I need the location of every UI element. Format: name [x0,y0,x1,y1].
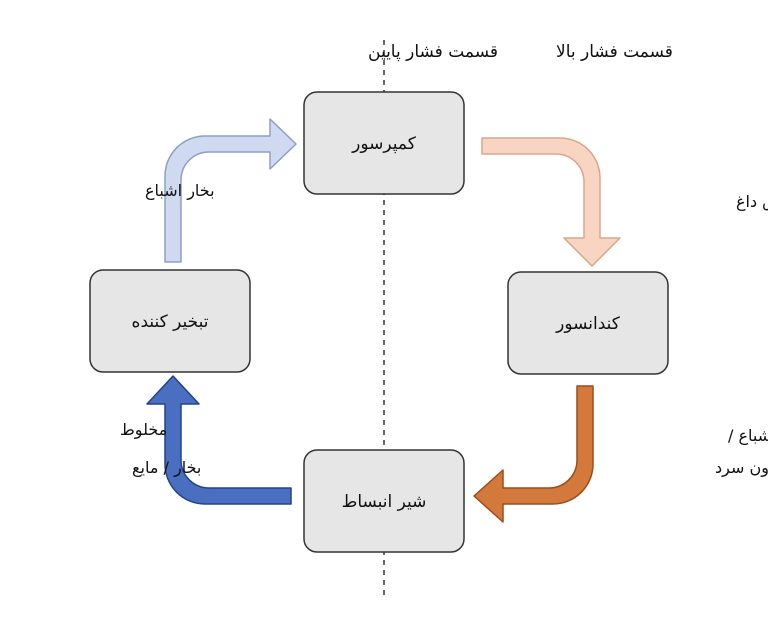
evaporator-label: تبخیر کننده [132,312,209,332]
condenser-label: کندانسور [555,314,621,334]
mixture-label-line1: مخلوط [120,420,167,440]
arrow-liquid-vapor-mixture [146,375,292,505]
superheated-vapor-label: بخار فوق داغ [736,192,768,212]
compressor-label: کمپرسور [351,134,417,154]
high-pressure-label: قسمت فشار بالا [556,42,673,62]
arrow-saturated-vapor [164,118,297,263]
mixture-label-line2: بخار / مایع [132,458,201,478]
evaporator-box [89,269,251,373]
arrow-superheated-vapor [481,137,621,267]
saturated-liquid-label-line1: مایع اشباع / [728,426,768,446]
low-pressure-label: قسمت فشار پایین [368,42,498,62]
saturated-vapor-label: بخار اشباع [145,181,215,201]
expansion-valve-box [303,449,465,553]
compressor-box [303,91,465,195]
arrow-saturated-liquid [473,385,594,523]
condenser-box [507,271,669,375]
expansion-valve-label: شیر انبساط [342,492,427,512]
saturated-liquid-label-line2: مادون سرد [715,458,768,478]
